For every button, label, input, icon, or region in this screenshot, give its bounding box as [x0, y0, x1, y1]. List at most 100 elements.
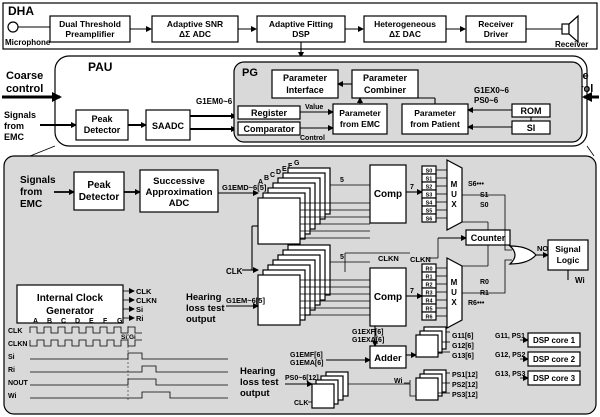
clk-label: CLK: [226, 267, 243, 276]
clock-output-labels: CLK CLKN Si Ri: [136, 287, 159, 323]
svg-text:Driver: Driver: [484, 29, 509, 39]
pau-saadc: SAADC: [145, 109, 191, 141]
dha-block-preamplifier: Dual Threshold Preamplifier: [49, 15, 131, 43]
r-cell-label: R3: [425, 291, 432, 297]
svg-text:SAADC: SAADC: [152, 121, 185, 131]
clkn-counter-label: CLKN: [410, 255, 431, 264]
pau-peak-detector: Peak Detector: [75, 109, 129, 141]
value-label: Value: [305, 104, 323, 111]
g1ex-label: G1EX0~6: [474, 86, 509, 95]
pg-parameter-interface: Parameter Interface: [271, 69, 339, 99]
s-cell-label: S5: [426, 209, 433, 215]
svg-text:Detector: Detector: [79, 192, 120, 203]
hearing-loss-top: Hearing loss test output: [186, 292, 227, 325]
clk-small: CLK: [294, 400, 308, 407]
or-gate: [508, 245, 537, 265]
g1em-bottom-label: G1EM~6[5]: [226, 296, 265, 305]
svg-text:DSP: DSP: [292, 29, 310, 39]
r-cell-label: R0: [425, 267, 432, 273]
timing-label: Si: [8, 354, 15, 361]
g1emd-label: G1EMD~6[5]: [222, 183, 267, 192]
wi-label: Wi: [575, 276, 585, 285]
timing-waveform: [29, 339, 142, 347]
mux-bottom: M U X: [446, 257, 463, 329]
svg-text:U: U: [451, 288, 457, 297]
svg-text:Approximation: Approximation: [145, 187, 212, 198]
wi-small: Wi: [394, 378, 403, 385]
coarse-control-label: Coarse control: [6, 70, 46, 95]
dha-block-fitting-dsp: Adaptive Fitting DSP: [256, 15, 346, 43]
svg-text:G13, PS3: G13, PS3: [495, 371, 525, 378]
timing-waveform: [30, 352, 228, 360]
svg-text:Signal: Signal: [555, 244, 581, 254]
svg-text:DSP core 1: DSP core 1: [533, 336, 576, 345]
dha-block-receiver-driver: Receiver Driver: [465, 15, 527, 43]
stack-letters-top: A B C D E F G: [258, 160, 300, 186]
svg-text:Successive: Successive: [153, 176, 205, 187]
ps-in-label: PS0~6[12]: [285, 375, 319, 382]
g1exf-labels: G1EXF[6] G1EXA[6]: [352, 329, 385, 344]
ps-out-labels: PS1[12] PS2[12] PS3[12]: [452, 372, 480, 399]
svg-text:ΔΣ DAC: ΔΣ DAC: [389, 29, 421, 39]
g1-register-stack: [415, 326, 447, 358]
r-cell-label: R5: [425, 307, 432, 313]
svg-text:Parameter: Parameter: [339, 108, 381, 118]
timing-letter: D: [75, 318, 80, 325]
svg-text:DSP core 2: DSP core 2: [533, 355, 576, 364]
detail-peak-detector: Peak Detector: [73, 171, 125, 211]
ps-label: PS0~6: [474, 96, 499, 105]
svg-text:Peak: Peak: [87, 180, 111, 191]
timing-label: CLKN: [8, 341, 27, 348]
bus7-bottom: 7: [410, 288, 414, 295]
s-cell-label: S3: [426, 193, 433, 199]
svg-text:Receiver: Receiver: [478, 19, 514, 29]
adder: Adder: [369, 345, 407, 369]
dsp-core-3: G13, PS3 DSP core 3: [495, 370, 581, 386]
g1em-label: G1EM0~6: [196, 97, 233, 106]
pau-signals-label: Signals from EMC: [4, 110, 39, 142]
svg-text:Parameter: Parameter: [283, 73, 328, 83]
receiver-label: Receiver: [555, 40, 588, 49]
r-out-labels: R0 R1 R6•••: [468, 279, 491, 307]
g1emf-labels: G1EMF[6] G1EMA[6]: [290, 352, 325, 367]
svg-text:Comparator: Comparator: [243, 124, 295, 134]
register-stack-bottom: [257, 244, 331, 326]
svg-text:Comp: Comp: [374, 292, 402, 303]
pg-si: SI: [511, 120, 551, 135]
svg-text:Peak: Peak: [91, 114, 113, 124]
dsp-core-2: G12, PS2 DSP core 2: [495, 351, 581, 367]
r-cell-label: R2: [425, 283, 432, 289]
s-cell-label: S0: [426, 169, 433, 175]
detail-saadc: Successive Approximation ADC: [139, 169, 219, 213]
dsp-core-1: G11, PS1 DSP core 1: [495, 332, 581, 348]
svg-text:Adaptive Fitting: Adaptive Fitting: [269, 19, 333, 29]
svg-text:ROM: ROM: [521, 106, 542, 116]
s-cell-label: S2: [426, 185, 433, 191]
svg-text:ΔΣ ADC: ΔΣ ADC: [179, 29, 211, 39]
svg-text:U: U: [451, 190, 457, 199]
timing-waveform: [30, 378, 228, 386]
svg-text:Combiner: Combiner: [364, 85, 407, 95]
svg-text:Preamplifier: Preamplifier: [65, 29, 115, 39]
timing-waveform: [30, 391, 228, 399]
pg-param-from-patient: Parameter from Patient: [401, 103, 469, 135]
dha-title: DHA: [8, 4, 34, 18]
timing-label: NOUT: [8, 380, 29, 387]
svg-text:DSP core 3: DSP core 3: [533, 374, 576, 383]
svg-text:from Patient: from Patient: [410, 119, 460, 129]
pg-comparator: Comparator: [237, 121, 301, 136]
timing-waveform: [30, 365, 228, 373]
internal-clock-generator: Internal Clock Generator: [16, 284, 124, 324]
dha-block-dac: Heterogeneous ΔΣ DAC: [363, 15, 447, 43]
s-out-labels: S6••• S1 S0: [468, 181, 491, 209]
timing-letter: C: [61, 318, 66, 325]
svg-text:ADC: ADC: [169, 198, 190, 209]
svg-text:SI: SI: [527, 123, 536, 133]
microphone-label: Microphone: [5, 38, 51, 47]
pg-rom: ROM: [511, 103, 551, 118]
svg-text:Heterogeneous: Heterogeneous: [374, 19, 436, 29]
svg-text:Adder: Adder: [374, 353, 402, 364]
svg-text:M: M: [451, 278, 458, 287]
svg-text:from EMC: from EMC: [340, 119, 380, 129]
